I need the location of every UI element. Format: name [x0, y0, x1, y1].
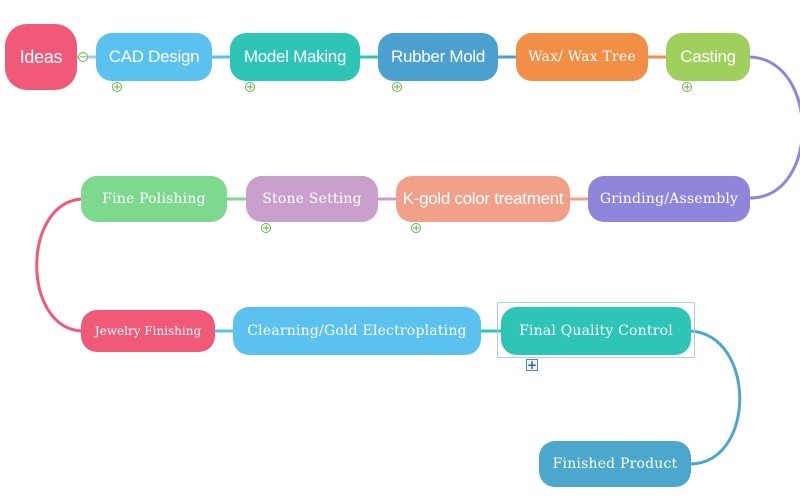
collapse-ideas-icon[interactable]: −	[78, 52, 88, 63]
edge-fine-jewelry	[35, 197, 82, 333]
node-kgold-color-treatment[interactable]: K-gold color treatment	[396, 176, 570, 222]
node-wax-tree[interactable]: Wax/ Wax Tree	[516, 33, 648, 81]
node-model-making[interactable]: Model Making	[230, 33, 360, 81]
node-finished-product[interactable]: Finished Product	[539, 441, 691, 487]
expand-cad-design-icon[interactable]: +	[112, 82, 122, 93]
expand-kgold-color-icon[interactable]: +	[411, 223, 421, 234]
expand-model-making-icon[interactable]: +	[245, 82, 255, 93]
expand-stone-setting-icon[interactable]: +	[261, 223, 271, 234]
node-ideas[interactable]: Ideas	[5, 24, 77, 90]
node-stone-setting[interactable]: Stone Setting	[246, 176, 378, 222]
edge-casting-grinding	[749, 55, 800, 200]
node-rubber-mold[interactable]: Rubber Mold	[378, 33, 498, 81]
edge-final-finished	[690, 329, 742, 466]
expand-rubber-mold-icon[interactable]: +	[392, 82, 402, 93]
node-final-quality-control[interactable]: Final Quality Control	[501, 307, 691, 355]
node-jewelry-finishing[interactable]: Jewelry Finishing	[81, 310, 215, 352]
node-casting[interactable]: Casting	[666, 33, 750, 81]
expand-casting-icon[interactable]: +	[682, 82, 692, 93]
node-cad-design[interactable]: CAD Design	[96, 33, 212, 81]
node-fine-polishing[interactable]: Fine Polishing	[81, 176, 227, 222]
node-cleaning-gold-electroplating[interactable]: Clearning/Gold Electroplating	[233, 307, 481, 355]
node-grinding-assembly[interactable]: Grinding/Assembly	[588, 176, 750, 222]
expand-final-quality-control-icon[interactable]: +	[526, 358, 538, 372]
